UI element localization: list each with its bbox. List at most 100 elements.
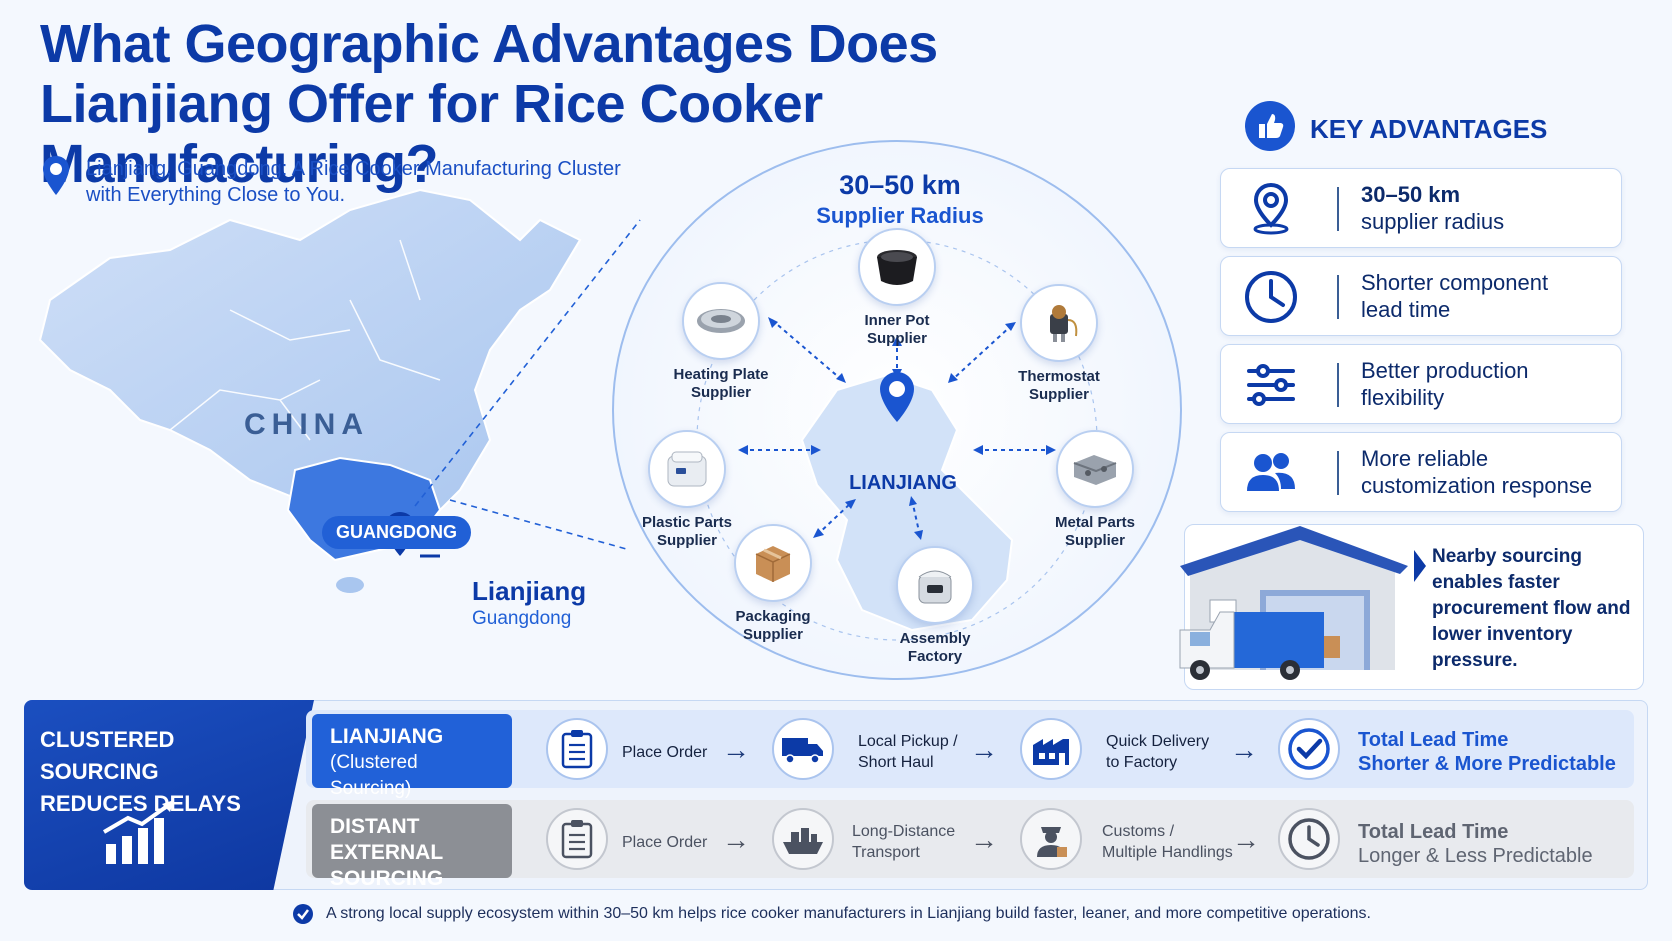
subtitle-line-2: with Everything Close to You. [86, 184, 346, 206]
tag-distant: DISTANT EXTERNAL SOURCING [312, 804, 512, 890]
step-line: Long-Distance [852, 823, 956, 840]
customs-officer-icon [1020, 808, 1082, 870]
step-line: Local Pickup / [858, 733, 958, 750]
inner-pot-icon [858, 228, 936, 306]
node-label: Plastic Parts [641, 514, 733, 531]
node-label: Inner Pot [864, 312, 930, 329]
supplier-radius-title: 30–50 km Supplier Radius [780, 170, 1020, 229]
step-line: Quick Delivery [1106, 733, 1210, 750]
china-shape [38, 188, 582, 527]
total-line: Shorter & More Predictable [1358, 753, 1616, 775]
sliders-icon [1247, 364, 1295, 406]
title-line-2: Lianjiang Offer for Rice Cooker Manufact… [40, 74, 823, 194]
total-lead-time-short: Total Lead Time Shorter & More Predictab… [1358, 728, 1616, 776]
step-line: Transport [852, 844, 920, 861]
node-label: Thermostat [1018, 368, 1100, 385]
arrow-right-icon: → [1232, 824, 1260, 855]
growth-chart-icon [102, 800, 174, 864]
advantage-line: 30–50 km [1361, 182, 1461, 207]
radius-km: 30–50 km [839, 170, 961, 200]
node-label: Heating Plate [673, 366, 769, 383]
subtitle: Lianjiang, Guangdong: A Rice Cooker Manu… [86, 156, 666, 208]
radius-label: Supplier Radius [816, 203, 984, 228]
node-label: Factory [907, 648, 963, 665]
step-place-order: Place Order [622, 834, 708, 851]
subtitle-line-1: Lianjiang, Guangdong: A Rice Cooker Manu… [86, 158, 621, 180]
arrow-right-icon: → [722, 734, 750, 765]
thermostat-icon [1020, 284, 1098, 362]
total-line: Total Lead Time [1358, 729, 1509, 751]
tag-title: SOURCING [330, 867, 444, 890]
step-line: Short Haul [858, 754, 934, 771]
row-distant-bg [306, 800, 1634, 878]
advantage-line: Shorter component [1361, 270, 1549, 295]
warehouse-truck-illustration [1179, 526, 1426, 680]
location-pin-icon [43, 156, 69, 195]
clipboard-icon [546, 808, 608, 870]
step-customs: Customs / Multiple Handlings [1102, 821, 1233, 863]
step-long-distance: Long-Distance Transport [852, 821, 955, 863]
node-label: Supplier [866, 330, 927, 347]
node-label: Metal Parts [1054, 514, 1136, 531]
advantage-line: flexibility [1361, 385, 1445, 410]
truck-icon [772, 718, 834, 780]
packaging-box-icon [734, 524, 812, 602]
clustered-sourcing-title: CLUSTERED SOURCING REDUCES DELAYS [40, 724, 290, 820]
row-clustered-bg [306, 710, 1634, 788]
step-local-pickup: Local Pickup / Short Haul [858, 731, 958, 773]
step-line: Multiple Handlings [1102, 844, 1233, 861]
node-label: Supplier [656, 532, 717, 549]
province-badge: GUANGDONG [322, 516, 471, 549]
panel-line: CLUSTERED SOURCING [40, 727, 175, 784]
tag-subtitle: (Clustered Sourcing) [330, 752, 418, 799]
city-label: Lianjiang [472, 576, 587, 606]
metal-parts-icon [1056, 430, 1134, 508]
step-place-order: Place Order [622, 744, 708, 761]
key-advantages-heading: KEY ADVANTAGES [1310, 114, 1548, 144]
arrow-right-icon: → [970, 734, 998, 765]
cargo-ship-icon [772, 808, 834, 870]
step-quick-delivery: Quick Delivery to Factory [1106, 731, 1209, 773]
node-label: Supplier [690, 384, 751, 401]
clock-icon [1278, 808, 1340, 870]
step-line: to Factory [1106, 754, 1178, 771]
tag-lianjiang: LIANJIANG (Clustered Sourcing) [312, 714, 512, 799]
step-line: Customs / [1102, 823, 1175, 840]
total-lead-time-long: Total Lead Time Longer & Less Predictabl… [1358, 820, 1593, 868]
check-circle-icon [1278, 718, 1340, 780]
node-label: Packaging [735, 608, 811, 625]
node-label: Supplier [742, 626, 803, 643]
advantage-line: lead time [1361, 297, 1451, 322]
clustered-sourcing-panel [24, 700, 314, 890]
total-line: Total Lead Time [1358, 821, 1509, 843]
advantage-line: supplier radius [1361, 209, 1505, 234]
footer-note: A strong local supply ecosystem within 3… [326, 905, 1371, 922]
arrow-right-icon: → [722, 824, 750, 855]
advantage-line: customization response [1361, 473, 1593, 498]
location-pin-icon [1253, 182, 1289, 235]
city-province-label: Guangdong [472, 608, 572, 629]
node-label: Assembly [899, 630, 971, 647]
advantage-line: Better production [1361, 358, 1529, 383]
clipboard-icon [546, 718, 608, 780]
arrow-right-icon: → [1230, 734, 1258, 765]
tag-title: LIANJIANG [330, 725, 444, 748]
heating-plate-icon [682, 282, 760, 360]
lianjiang-center-pin-icon [880, 372, 914, 422]
rice-cooker-icon [896, 546, 974, 624]
node-label: Supplier [1028, 386, 1089, 403]
check-badge-icon [293, 904, 313, 924]
total-line: Longer & Less Predictable [1358, 845, 1593, 867]
country-label: CHINA [244, 408, 369, 441]
cluster-center-label: LIANJIANG [849, 472, 957, 494]
node-label: Supplier [1064, 532, 1125, 549]
